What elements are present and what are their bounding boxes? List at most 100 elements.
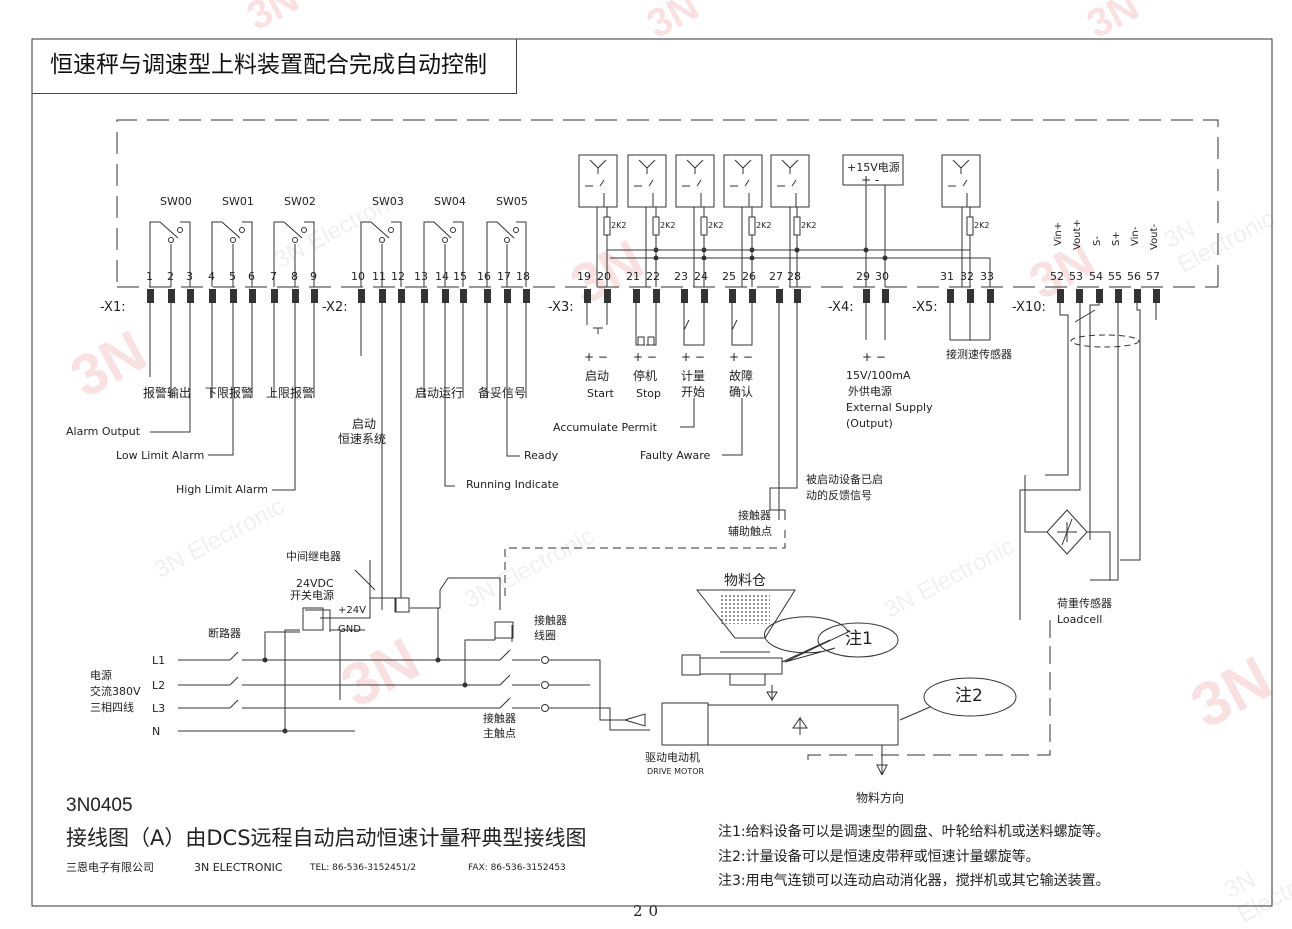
- fault-en: Faulty Aware: [640, 449, 711, 462]
- terminal-number: 12: [391, 270, 405, 283]
- external-wiring: [149, 303, 1157, 760]
- terminal-number: 24: [694, 270, 708, 283]
- running-label: 启动运行: [415, 386, 464, 400]
- start-system-label: 启动: [352, 417, 377, 431]
- ready-en: Ready: [524, 449, 559, 462]
- terminal-number: 4: [208, 270, 215, 283]
- supply-box-label: +15V电源: [847, 161, 900, 174]
- speed-sensor-label: 接测速传感器: [946, 348, 1012, 361]
- terminal-number: 18: [516, 270, 530, 283]
- high-limit-en: High Limit Alarm: [176, 483, 268, 496]
- terminal-number: 17: [497, 270, 511, 283]
- terminal-number: 54: [1089, 270, 1103, 283]
- contactor-aux-label: 接触器: [738, 509, 771, 522]
- switch-label: SW00: [160, 195, 192, 208]
- terminal-number: 33: [980, 270, 994, 283]
- terminal-number: 26: [742, 270, 756, 283]
- fault-label: 确认: [729, 385, 754, 399]
- note-line: 注3:用电气连锁可以连动启动消化器，搅拌机或其它输送装置。: [718, 873, 1110, 889]
- start-label: 启动: [585, 369, 610, 383]
- switch-label: SW02: [284, 195, 316, 208]
- resistor-label: 2K2: [801, 221, 817, 230]
- contactor-coil-label: 线圈: [534, 629, 556, 642]
- gnd-label: GND: [338, 624, 361, 635]
- terminal-number: 14: [435, 270, 449, 283]
- company-name: 三恩电子有限公司: [66, 861, 154, 874]
- note1-callout: [764, 616, 849, 663]
- loadcell-label: 荷重传感器: [1057, 597, 1112, 610]
- high-limit-label: 上限报警: [266, 386, 315, 400]
- psu-label: 24VDC: [296, 577, 334, 590]
- connector-label-x2: -X2:: [322, 300, 348, 315]
- terminal-number: 13: [414, 270, 428, 283]
- terminal-number: 22: [646, 270, 660, 283]
- fault-label: 故障: [729, 369, 754, 383]
- terminal-number: 3: [186, 270, 193, 283]
- terminal-number: 30: [875, 270, 889, 283]
- resistor-label: 2K2: [708, 221, 724, 230]
- switch-label: SW05: [496, 195, 528, 208]
- low-limit-en: Low Limit Alarm: [116, 449, 205, 462]
- terminal-number: 6: [248, 270, 255, 283]
- terminal-number: 21: [626, 270, 640, 283]
- company-en: 3N ELECTRONIC: [194, 861, 283, 874]
- fax: FAX: 86-536-3152453: [468, 863, 566, 873]
- terminal-number: 56: [1127, 270, 1141, 283]
- terminal-number: 20: [597, 270, 611, 283]
- phase-label: L1: [152, 654, 166, 667]
- phase-label: L2: [152, 679, 166, 692]
- resistor-label: 2K2: [756, 221, 772, 230]
- start-system-label: 恒速系统: [338, 432, 387, 446]
- hopper-material: [720, 594, 770, 624]
- loadcell-pin-label: Vout+: [1072, 219, 1083, 250]
- loadcell-pin-label: S-: [1092, 236, 1103, 246]
- switch-label: SW01: [222, 195, 254, 208]
- note2-marker: 注2: [955, 686, 983, 706]
- terminal-number: 9: [310, 270, 317, 283]
- neutral-label: N: [152, 725, 161, 738]
- breaker-label: 断路器: [208, 627, 241, 640]
- supply-en: External Supply: [846, 401, 933, 414]
- terminal-number: 31: [940, 270, 954, 283]
- polarity-label: + −: [681, 350, 705, 364]
- power-label: 三相四线: [90, 701, 134, 714]
- alarm-output-label: 报警输出: [143, 386, 192, 400]
- polarity-label: + −: [584, 350, 608, 364]
- terminal-number: 32: [960, 270, 974, 283]
- terminal-number: 29: [856, 270, 870, 283]
- optocoupler-inputs: [578, 154, 991, 287]
- contactor-aux-label: 辅助触点: [728, 525, 772, 538]
- connector-label-x3: -X3:: [548, 300, 574, 315]
- psu-label: 开关电源: [290, 589, 334, 602]
- ready-label: 备妥信号: [478, 386, 527, 400]
- note-line: 注1:给料设备可以是调速型的圆盘、叶轮给料机或送料螺旋等。: [718, 824, 1110, 840]
- connector-label-x5: -X5:: [912, 300, 938, 315]
- switch-label: SW04: [434, 195, 466, 208]
- supply-en: (Output): [846, 417, 893, 430]
- terminal-number: 53: [1069, 270, 1083, 283]
- resistor-label: 2K2: [974, 221, 990, 230]
- loadcell-pin-label: Vout-: [1149, 223, 1160, 250]
- note1-marker: 注1: [845, 629, 873, 649]
- page-number: 20: [633, 902, 665, 920]
- alarm-output-en: Alarm Output: [66, 425, 141, 438]
- contactor-main-label: 接触器: [483, 712, 516, 725]
- relay-label: 中间继电器: [286, 550, 341, 563]
- terminal-number: 2: [167, 270, 174, 283]
- controller-enclosure: [116, 119, 1219, 287]
- motor-en: DRIVE MOTOR: [647, 767, 705, 776]
- power-section: [178, 560, 650, 734]
- polarity-label: + −: [862, 350, 886, 364]
- hopper-label: 物料仓: [724, 573, 766, 589]
- connector-label-x1: -X1:: [100, 300, 126, 315]
- terminal-number: 5: [229, 270, 236, 283]
- resistor-label: 2K2: [660, 221, 676, 230]
- start-en: Start: [587, 387, 614, 400]
- running-en: Running Indicate: [466, 478, 559, 491]
- terminal-number: 57: [1146, 270, 1160, 283]
- feedback-label: 被启动设备已启: [806, 473, 883, 486]
- feedback-label: 动的反馈信号: [806, 489, 872, 502]
- resistor-label: 2K2: [611, 221, 627, 230]
